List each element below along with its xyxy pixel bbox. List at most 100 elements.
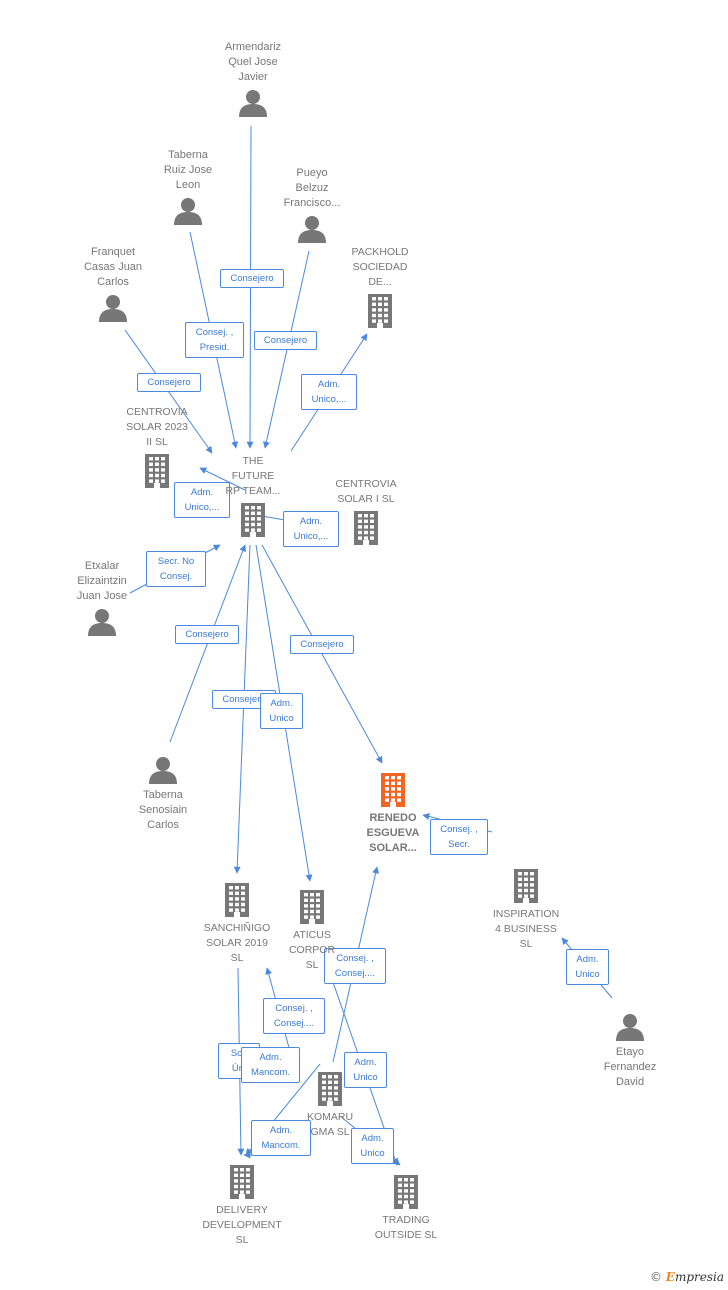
edge-label-future-to-centrovia2023[interactable]: Adm. Unico,...: [174, 482, 230, 518]
edge-label-taberna_ruiz-to-future[interactable]: Consej. ,Presid.: [185, 322, 244, 358]
node-label-line: Leon: [175, 179, 201, 191]
node-label-line: TRADING: [382, 1214, 430, 1226]
node-centrovia1[interactable]: CENTROVIA SOLAR I SL: [301, 477, 431, 545]
edge-label-line: Mancom.: [261, 1140, 301, 1151]
edge-label-line: Consej. ,: [440, 824, 478, 835]
edge-label-inspiration-to-renedo[interactable]: Consej. , Secr.: [430, 819, 488, 855]
node-label-line: SANCHIÑIGO: [203, 922, 271, 934]
edge-label-komaru-to-delivery[interactable]: Adm. Mancom.: [251, 1120, 311, 1156]
edge-label-etayo-to-inspiration[interactable]: Adm. Unico: [566, 949, 609, 985]
node-label-line: INSPIRATION: [492, 908, 560, 920]
node-label-line: DEVELOPMENT: [202, 1219, 282, 1231]
node-label-line: ATICUS: [293, 929, 331, 941]
building-icon: [381, 773, 405, 807]
edge-label-line: Consejero: [147, 377, 191, 388]
edge-label-future-to-renedo[interactable]: Consejero: [290, 635, 354, 654]
node-label-line: Franquet: [90, 246, 136, 258]
edge-label-line: Secr. No: [157, 556, 195, 567]
edge-label-line: Unico: [269, 713, 294, 724]
person-icon: [298, 216, 326, 243]
edge-label-line: Unico: [575, 969, 600, 980]
node-label-line: PACKHOLD: [351, 246, 409, 258]
node-label-line: Ruiz Jose: [163, 164, 213, 176]
edge-label-line: Consej. ,: [195, 327, 234, 338]
node-label-line: SOLAR I SL: [337, 493, 395, 505]
building-icon: [145, 454, 169, 488]
person-icon: [174, 198, 202, 225]
edge-label-line: Adm.: [361, 1133, 384, 1144]
edge-label-line: Adm.: [259, 1052, 282, 1063]
node-label-line: Senosiain: [138, 804, 188, 816]
node-label-line: Etayo: [615, 1046, 645, 1058]
node-label-line: CORPOR: [288, 944, 336, 956]
node-label-line: Javier: [238, 71, 268, 83]
edge-label-line: Adm.: [190, 487, 214, 498]
building-icon: [318, 1072, 342, 1106]
edge-label-line: Adm.: [576, 954, 599, 965]
node-label-line: CENTROVIA: [126, 406, 188, 418]
brand-name: mpresia: [674, 1270, 724, 1284]
building-icon: [300, 890, 324, 924]
node-label-line: Belzuz: [295, 182, 329, 194]
node-label-line: Francisco...: [283, 197, 341, 209]
edge-label-line: Unico,...: [311, 394, 347, 405]
footer-brand[interactable]: © Empresia: [650, 1270, 724, 1284]
edge-label-komaru-to-trading[interactable]: Adm. Unico: [351, 1128, 394, 1164]
person-icon: [616, 1014, 644, 1041]
node-label-line: Quel Jose: [228, 56, 278, 68]
node-label-line: SL: [235, 1234, 249, 1246]
edge-label-line: Unico,...: [184, 502, 220, 513]
node-label-line: SOLAR 2023: [126, 421, 188, 433]
edge-label-franquet-to-future[interactable]: Consejero: [137, 373, 201, 392]
edge-label-aticus-to-trading[interactable]: Adm.Unico: [344, 1052, 387, 1088]
node-label-line: FUTURE: [231, 470, 275, 482]
edge-label-komaru-to-renedo[interactable]: Consej. ,Consej....: [324, 948, 386, 984]
node-label-line: Juan Jose: [76, 590, 128, 602]
edge-label-future-to-centrovia1[interactable]: Adm.Unico,...: [283, 511, 339, 547]
edge-label-line: Secr.: [448, 839, 470, 850]
edge-label-komaru-to-sanchinigo[interactable]: Consej. ,Consej....: [263, 998, 325, 1034]
edge-label-taberna_seno-to-future[interactable]: Consejero: [175, 625, 239, 644]
node-label-line: CENTROVIA: [335, 478, 397, 490]
edge-future-to-renedo: [261, 544, 383, 764]
edge-label-future-to-packhold[interactable]: Adm.Unico,...: [301, 374, 357, 410]
edge-label-armendariz-to-future[interactable]: Consejero: [220, 269, 284, 288]
building-icon: [394, 1175, 418, 1209]
edge-label-line: Unico: [360, 1148, 385, 1159]
node-label-line: Pueyo: [296, 167, 328, 179]
node-label-line: RENEDO: [369, 812, 417, 824]
node-label-line: Carlos: [97, 276, 129, 288]
edge-label-line: Unico: [353, 1072, 378, 1083]
building-icon: [514, 869, 538, 903]
edge-label-pueyo-to-future[interactable]: Consejero: [254, 331, 317, 350]
edge-label-future-to-aticus[interactable]: Adm.Unico: [260, 693, 303, 729]
edge-label-line: Adm.: [269, 1125, 293, 1136]
edge-label-komaru-to-delivery[interactable]: Adm.Mancom.: [241, 1047, 300, 1083]
node-label-line: Armendariz: [224, 41, 282, 53]
